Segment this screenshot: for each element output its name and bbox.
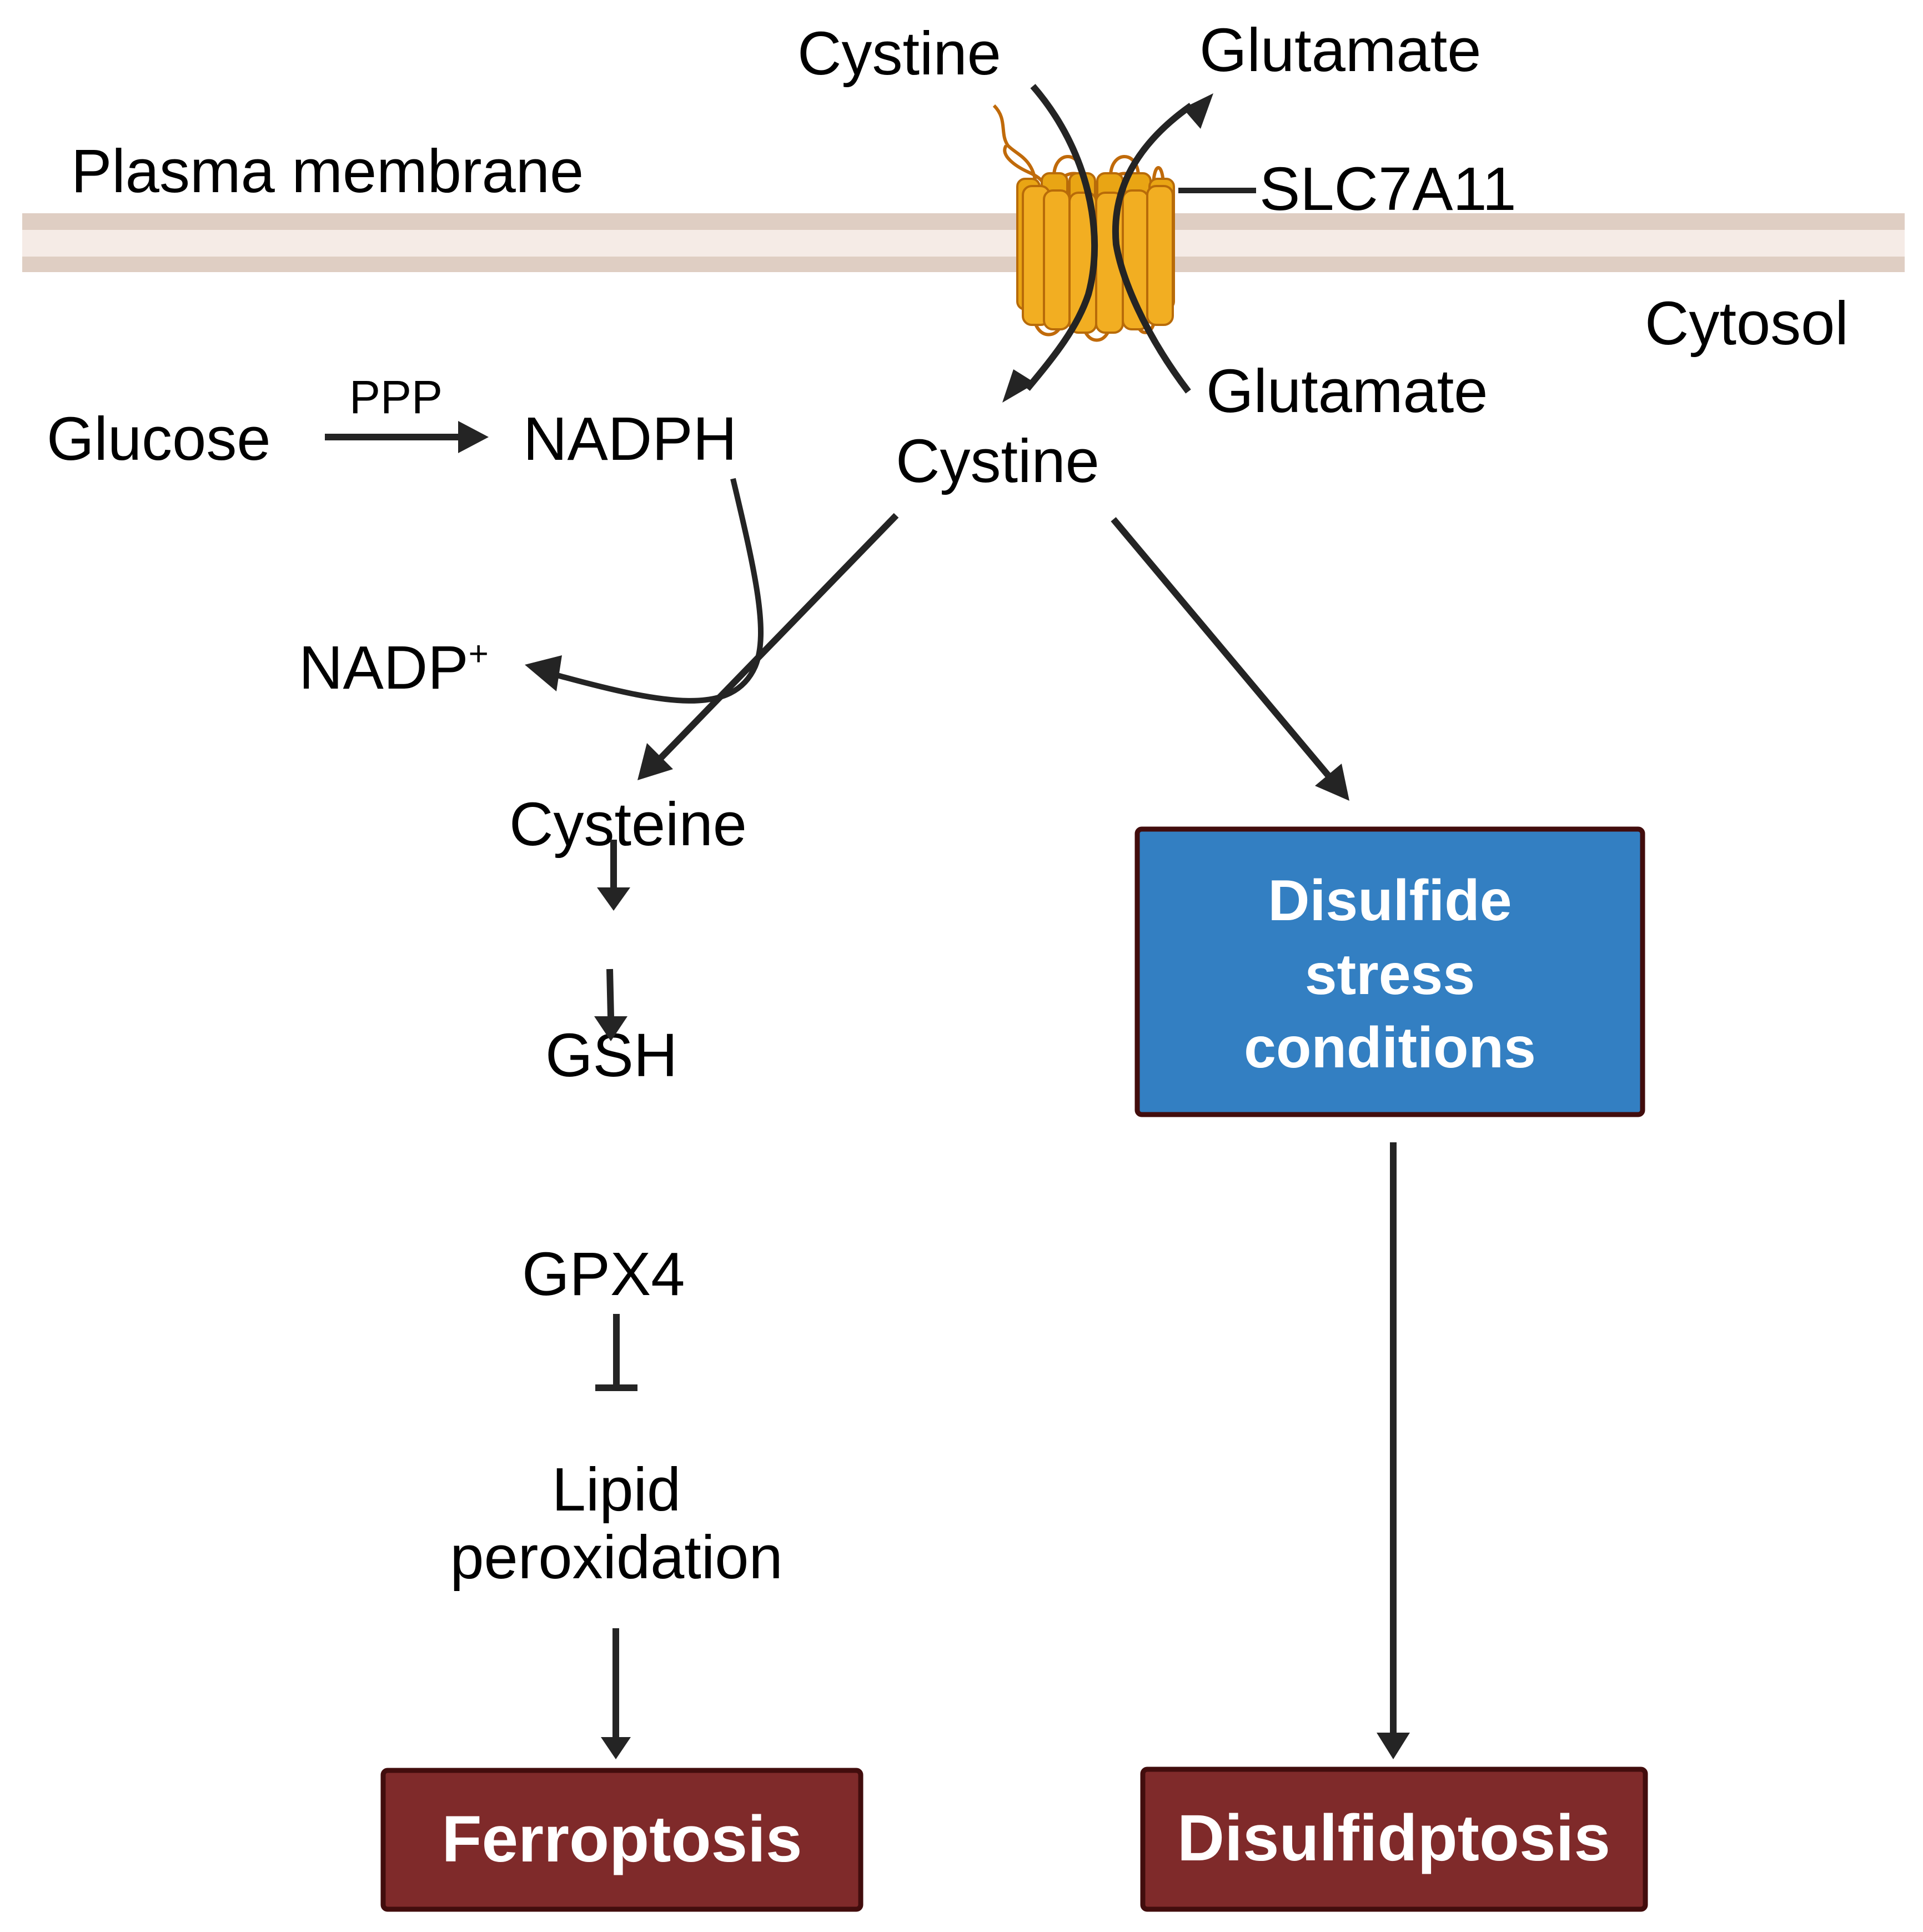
ferroptosis-box-shape <box>380 1768 863 1912</box>
stress-to-disulfidptosis-arrowhead <box>1377 1733 1410 1759</box>
glutamate-extracellular: Glutamate <box>1199 16 1481 84</box>
lipid-label-line2: peroxidation <box>450 1523 782 1592</box>
helix-front-6 <box>1146 185 1174 326</box>
disulfidptosis-label: Disulfidptosis <box>1177 1801 1610 1875</box>
nadp-superscript: + <box>469 635 489 673</box>
glutamate-export-arrow <box>1112 103 1193 394</box>
ppp-arrowhead <box>458 421 489 453</box>
cystine-extracellular: Cystine <box>797 19 1001 88</box>
n-terminal-tail <box>992 104 1037 184</box>
membrane-core <box>22 230 1905 257</box>
disulfide-stress-box-shape <box>1134 826 1645 1117</box>
stress-line-3: conditions <box>1244 1016 1536 1080</box>
glucose-label: Glucose <box>47 405 271 473</box>
disulfidptosis-box-shape <box>1140 1767 1648 1912</box>
gsh-to-gpx4-arrow <box>606 968 614 1018</box>
cystine-to-cysteine-arrowhead <box>637 743 673 780</box>
cystine-import-arrowhead <box>1002 369 1036 403</box>
cysteine-label: Cysteine <box>509 790 747 859</box>
cystine-intracellular: Cystine <box>896 427 1099 495</box>
cysteine-to-gsh-arrowhead <box>597 887 630 911</box>
cystine-to-stress-arrowhead <box>1315 764 1349 801</box>
nadph-consumption-arrowhead <box>525 655 562 691</box>
glutamate-export-arrowhead <box>1183 93 1213 129</box>
stress-line-1: Disulfide <box>1268 869 1512 933</box>
membrane-label: Plasma membrane <box>71 137 584 205</box>
nadp-base: NADP <box>299 634 469 702</box>
membrane-inner-leaflet <box>22 257 1905 272</box>
ferroptosis-label: Ferroptosis <box>441 1803 802 1876</box>
membrane-outer-leaflet <box>22 213 1905 230</box>
transporter-label: SLC7A11 <box>1259 155 1517 223</box>
disulfidptosis-box: Disulfidptosis <box>1140 1767 1648 1912</box>
loop-top-2 <box>1109 155 1140 177</box>
cystine-import-arrow <box>1025 84 1098 391</box>
stress-line-2: stress <box>1305 942 1475 1007</box>
ferroptosis-box: Ferroptosis <box>380 1768 863 1912</box>
nadph-consumption-arrow <box>554 478 764 704</box>
cytosol-label: Cytosol <box>1645 289 1849 358</box>
cystine-to-stress-arrow <box>1111 517 1333 780</box>
ppp-label: PPP <box>349 371 443 423</box>
nadph-label: NADPH <box>523 405 737 473</box>
gsh-to-gpx4-arrowhead <box>594 1016 627 1041</box>
lipid-to-ferroptosis-arrowhead <box>601 1737 631 1759</box>
glutamate-intracellular: Glutamate <box>1206 357 1488 425</box>
gpx4-label: GPX4 <box>522 1240 685 1308</box>
nadp-label: NADP+ <box>299 634 489 702</box>
cystine-to-cysteine-arrow <box>655 513 899 764</box>
disulfide-stress-box: Disulfide stress conditions <box>1134 826 1645 1117</box>
helix-front-2 <box>1043 189 1071 330</box>
lipid-label-line1: Lipid <box>552 1456 681 1524</box>
plasma-membrane <box>22 213 1905 272</box>
